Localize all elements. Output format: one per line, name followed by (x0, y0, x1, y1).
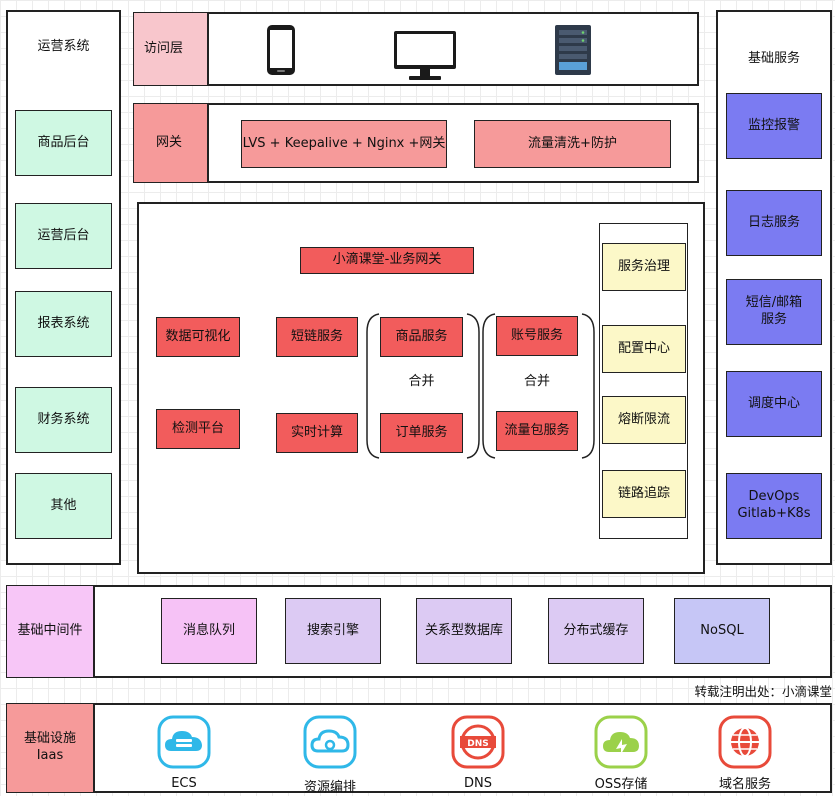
ops-system-title: 运营系统 (37, 38, 90, 54)
scheduler-center[interactable]: 调度中心 (726, 371, 822, 437)
infra-label: 基础设施 Iaas (7, 704, 95, 792)
ops-item-finance-system[interactable]: 财务系统 (15, 387, 112, 453)
short-link-service[interactable]: 短链服务 (276, 317, 358, 357)
dns-icon[interactable]: DNS (451, 715, 505, 769)
dns-label: DNS (464, 776, 492, 791)
monitor-alert[interactable]: 监控报警 (726, 93, 822, 159)
middleware-label: 基础中间件 (7, 586, 95, 677)
ops-system-panel (6, 10, 121, 565)
gateway-lvs-nginx[interactable]: LVS + Keepalive + Nginx +网关 (241, 120, 447, 168)
oss-icon[interactable] (594, 715, 648, 769)
distributed-cache[interactable]: 分布式缓存 (548, 598, 644, 664)
merge-bracket-right-1 (465, 312, 481, 460)
monitoring-platform[interactable]: 检测平台 (156, 409, 240, 449)
merge-bracket-left-1 (365, 312, 381, 460)
access-layer-label: 访问层 (134, 13, 209, 85)
orchestration-icon[interactable] (303, 715, 357, 769)
devops-gitlab-k8s[interactable]: DevOps Gitlab+K8s (726, 473, 822, 539)
ops-item-report-system[interactable]: 报表系统 (15, 291, 112, 357)
desktop-monitor-icon (393, 30, 457, 82)
order-service[interactable]: 订单服务 (380, 413, 463, 453)
merge-label-1: 合并 (408, 373, 435, 389)
mobile-phone-icon (266, 24, 296, 76)
link-tracing[interactable]: 链路追踪 (602, 470, 686, 518)
credit-note: 转载注明出处：小滴课堂 (694, 684, 832, 700)
gateway-label: 网关 (134, 104, 209, 182)
infra-label-text: 基础设施 Iaas (23, 731, 76, 763)
sms-email-service-label: 短信/邮箱 服务 (745, 295, 803, 327)
ops-item-ops-admin[interactable]: 运营后台 (15, 203, 112, 269)
gateway-traffic-cleaning[interactable]: 流量清洗+防护 (474, 120, 671, 168)
devops-label: DevOps Gitlab+K8s (737, 489, 811, 521)
business-gateway[interactable]: 小滴课堂-业务网关 (300, 247, 474, 274)
merge-label-2: 合并 (523, 373, 550, 389)
ecs-label: ECS (171, 776, 197, 791)
relational-database[interactable]: 关系型数据库 (416, 598, 512, 664)
data-visualization[interactable]: 数据可视化 (156, 317, 240, 357)
orchestration-label: 资源编排 (303, 780, 356, 795)
nosql[interactable]: NoSQL (674, 598, 770, 664)
domain-icon[interactable] (718, 715, 772, 769)
ecs-icon[interactable] (157, 715, 211, 769)
ops-item-product-admin[interactable]: 商品后台 (15, 110, 112, 176)
config-center[interactable]: 配置中心 (602, 325, 686, 373)
server-icon (554, 24, 592, 76)
realtime-compute[interactable]: 实时计算 (276, 413, 358, 453)
domain-label: 域名服务 (718, 777, 771, 792)
ops-item-other[interactable]: 其他 (15, 473, 112, 539)
log-service[interactable]: 日志服务 (726, 190, 822, 256)
service-governance[interactable]: 服务治理 (602, 243, 686, 291)
sms-email-service[interactable]: 短信/邮箱 服务 (726, 279, 822, 345)
product-service[interactable]: 商品服务 (380, 317, 463, 357)
message-queue[interactable]: 消息队列 (161, 598, 257, 664)
base-services-title: 基础服务 (747, 50, 800, 66)
search-engine[interactable]: 搜索引擎 (285, 598, 381, 664)
merge-bracket-right-2 (580, 312, 596, 460)
circuit-breaker[interactable]: 熔断限流 (602, 396, 686, 444)
svg-text:DNS: DNS (467, 739, 489, 749)
merge-bracket-left-2 (481, 312, 497, 460)
traffic-package-service[interactable]: 流量包服务 (496, 411, 578, 451)
account-service[interactable]: 账号服务 (496, 316, 578, 356)
oss-label: OSS存储 (594, 777, 648, 792)
infra-panel (6, 703, 832, 793)
